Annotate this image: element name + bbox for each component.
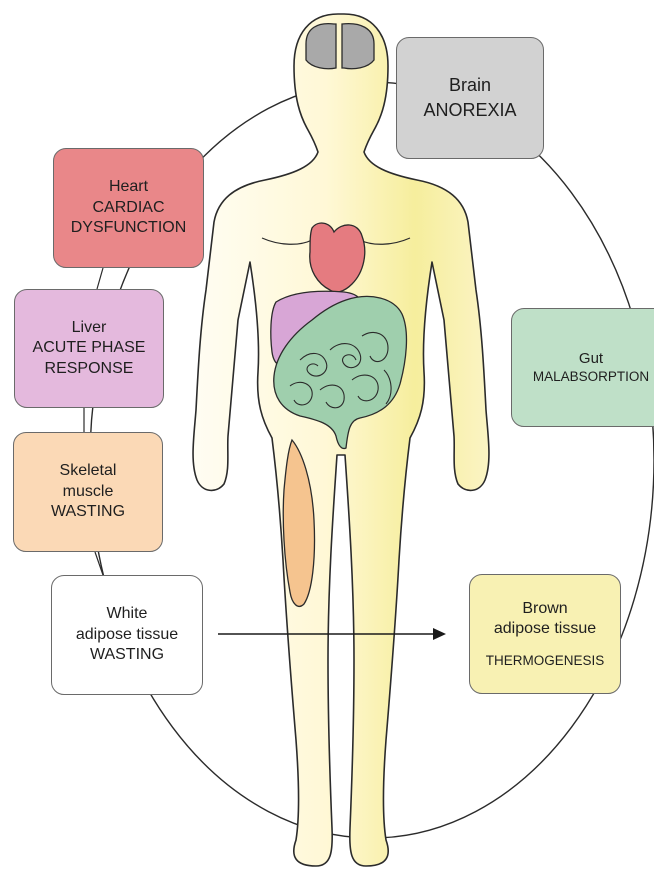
muscle-effect: WASTING	[51, 502, 125, 522]
heart-label: Heart	[109, 177, 148, 197]
gut-label: Gut	[579, 349, 603, 368]
brain-organ-right	[342, 24, 374, 69]
white-adipose-box: White adipose tissue WASTING	[51, 575, 203, 695]
gut-box: Gut MALABSORPTION	[511, 308, 654, 427]
muscle-label-line2: muscle	[63, 482, 114, 502]
gut-effect: MALABSORPTION	[533, 368, 649, 385]
skeletal-muscle-box: Skeletal muscle WASTING	[13, 432, 163, 552]
brown-adipose-effect: THERMOGENESIS	[486, 652, 605, 669]
liver-box: Liver ACUTE PHASE RESPONSE	[14, 289, 164, 408]
brain-effect: ANOREXIA	[423, 99, 516, 122]
white-adipose-label-line2: adipose tissue	[76, 625, 178, 645]
white-adipose-label-line1: White	[107, 604, 148, 624]
brain-label: Brain	[449, 74, 491, 97]
white-adipose-effect: WASTING	[90, 645, 164, 665]
brain-box: Brain ANOREXIA	[396, 37, 544, 159]
brown-adipose-box: Brown adipose tissue THERMOGENESIS	[469, 574, 621, 694]
liver-effect-line1: ACUTE PHASE	[33, 338, 146, 358]
liver-label: Liver	[72, 318, 107, 338]
liver-effect-line2: RESPONSE	[45, 359, 134, 379]
muscle-label-line1: Skeletal	[60, 461, 117, 481]
brown-adipose-label-line1: Brown	[522, 599, 567, 619]
heart-box: Heart CARDIAC DYSFUNCTION	[53, 148, 204, 268]
heart-effect-line2: DYSFUNCTION	[71, 218, 187, 238]
connector-heart-liver	[97, 268, 103, 289]
brain-organ	[306, 24, 336, 69]
brown-adipose-label-line2: adipose tissue	[494, 619, 596, 639]
heart-effect-line1: CARDIAC	[92, 198, 164, 218]
arrowhead	[433, 628, 446, 640]
